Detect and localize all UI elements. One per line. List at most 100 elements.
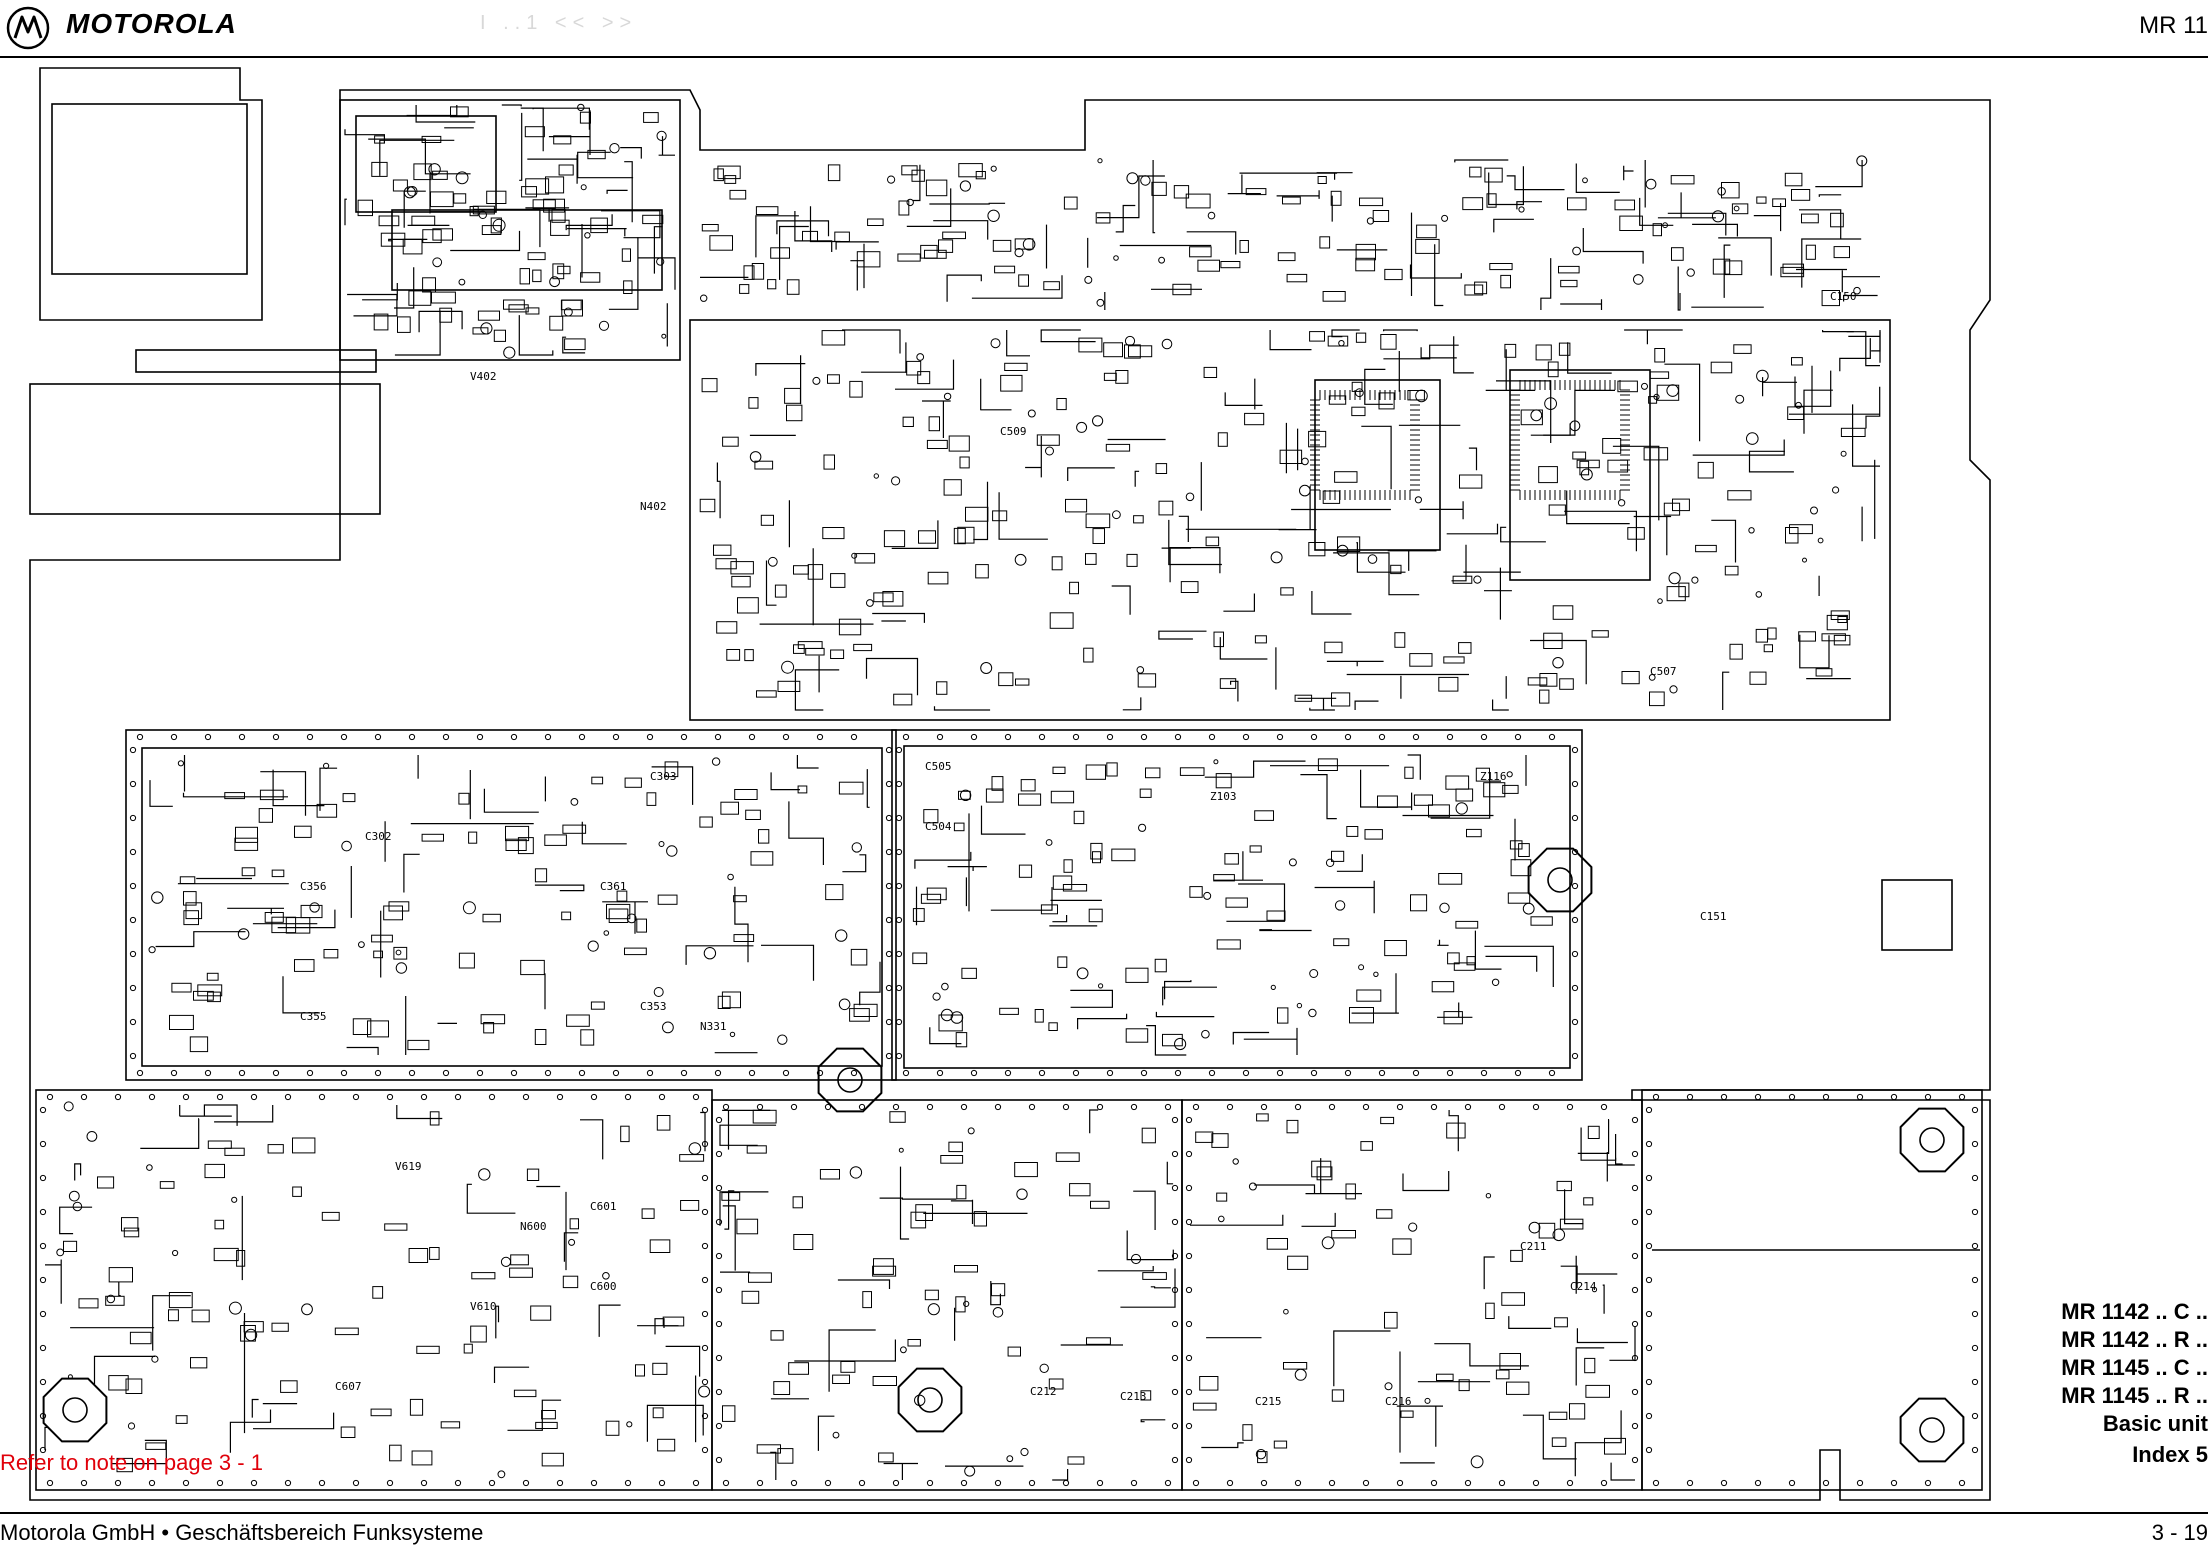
shield-hole — [1645, 1378, 1653, 1386]
smd-pad — [746, 1145, 767, 1154]
smd-pad — [1151, 181, 1167, 196]
copper-trace — [1089, 1109, 1099, 1134]
smd-pad — [1090, 842, 1103, 860]
smd-pad — [1791, 357, 1803, 366]
copper-trace — [45, 1259, 62, 1304]
component-designator: C509 — [1000, 425, 1027, 438]
shield-hole — [1171, 1354, 1179, 1362]
smd-pad — [907, 1339, 921, 1347]
smd-pad — [1780, 266, 1805, 278]
smd-pad — [849, 1008, 870, 1022]
smd-pad — [168, 1292, 193, 1309]
shield-hole — [1171, 1320, 1179, 1328]
smd-pad — [854, 553, 876, 564]
smd-pad — [1308, 542, 1326, 557]
copper-trace — [1474, 930, 1502, 970]
smd-pad — [721, 991, 742, 1009]
shield-hole — [1856, 1093, 1864, 1101]
copper-trace — [1564, 1189, 1584, 1225]
smd-pad — [271, 1322, 289, 1332]
smd-pad — [463, 1343, 473, 1354]
shield-hole — [1571, 1052, 1579, 1060]
shield-hole — [1038, 733, 1046, 741]
via-hole — [1201, 1029, 1210, 1039]
smd-pad — [730, 561, 754, 575]
copper-trace — [1351, 973, 1399, 1014]
smd-pad — [1213, 874, 1235, 882]
smd-pad — [938, 239, 954, 253]
via-hole — [1294, 1368, 1307, 1381]
via-hole — [1113, 255, 1119, 261]
copper-trace — [1609, 1326, 1636, 1361]
copper-trace — [1297, 697, 1337, 710]
copper-trace — [518, 315, 554, 356]
shield-hole — [715, 1184, 723, 1192]
smd-pad — [942, 231, 967, 240]
smd-pad — [1404, 766, 1414, 779]
smd-pad — [1309, 331, 1325, 342]
smd-pad — [1756, 196, 1767, 204]
smd-pad — [1446, 1122, 1466, 1139]
shield-hole — [1396, 1479, 1404, 1487]
smd-pad — [853, 643, 873, 652]
smd-pad — [716, 621, 738, 634]
smd-pad — [1428, 804, 1450, 818]
smd-pad — [1180, 581, 1199, 593]
smd-pad — [1052, 875, 1073, 890]
copper-trace — [980, 805, 1026, 835]
copper-trace — [253, 1412, 335, 1430]
smd-pad — [1380, 334, 1397, 350]
smd-pad — [1378, 392, 1395, 410]
shield-hole — [1464, 1479, 1472, 1487]
smd-pad — [827, 374, 840, 384]
copper-trace — [899, 1166, 910, 1240]
copper-trace — [1278, 485, 1317, 531]
smd-pad — [1649, 371, 1670, 379]
smd-pad — [918, 530, 936, 544]
smd-pad — [862, 1291, 872, 1309]
via-hole — [151, 1355, 159, 1363]
shield-hole — [1171, 1422, 1179, 1430]
copper-trace — [1506, 175, 1565, 191]
smd-pad — [1216, 1192, 1228, 1202]
copper-trace — [415, 105, 476, 123]
smd-pad — [1695, 544, 1717, 553]
via-hole — [580, 184, 587, 191]
smd-pad — [1438, 676, 1459, 692]
smd-pad — [975, 171, 986, 180]
copper-trace — [1610, 1462, 1635, 1481]
smd-pad — [998, 672, 1014, 687]
shield-hole — [522, 1093, 530, 1101]
smd-pad — [1007, 1346, 1021, 1357]
via-hole — [1367, 554, 1378, 564]
smd-pad — [486, 190, 507, 204]
copper-trace — [149, 780, 173, 807]
shield-hole — [701, 1446, 709, 1454]
mounting-pad — [897, 1367, 963, 1433]
shield-hole — [1652, 1093, 1660, 1101]
smd-pad — [352, 1018, 372, 1035]
smd-pad — [1359, 197, 1384, 207]
shield-hole — [782, 733, 790, 741]
smd-pad — [1239, 240, 1249, 253]
shield-hole — [1028, 1103, 1036, 1111]
copper-trace — [1052, 915, 1068, 923]
smd-pad — [1083, 647, 1094, 663]
smd-pad — [121, 1217, 139, 1232]
smd-pad — [510, 1254, 529, 1266]
smd-pad — [915, 1204, 933, 1221]
copper-trace — [1006, 330, 1030, 357]
copper-trace — [658, 136, 675, 156]
copper-trace — [1865, 386, 1881, 429]
copper-trace — [1430, 780, 1501, 819]
smd-pad — [973, 1211, 987, 1227]
copper-trace — [581, 821, 627, 845]
variant-line: MR 1142 .. R .. — [2061, 1327, 2208, 1352]
smd-pad — [948, 1141, 963, 1153]
shield-hole — [1971, 1140, 1979, 1148]
smd-pad — [1273, 1440, 1288, 1449]
smd-pad — [534, 868, 548, 883]
copper-trace — [654, 1318, 665, 1335]
shield-hole — [204, 733, 212, 741]
smd-pad — [543, 198, 565, 213]
